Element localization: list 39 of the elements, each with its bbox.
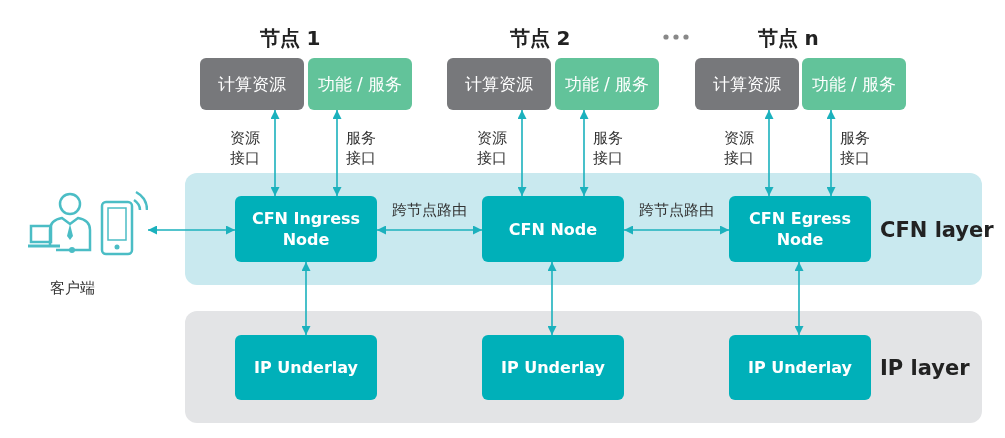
edge-label: 资源接口 (724, 128, 755, 168)
underlay-box: IP Underlay (235, 335, 377, 400)
service-box: 功能 / 服务 (802, 58, 906, 110)
arrow (147, 225, 236, 235)
resource-box: 计算资源 (447, 58, 551, 110)
edge-label: 服务接口 (840, 128, 871, 168)
underlay-box: IP Underlay (482, 335, 624, 400)
edge-label: 资源接口 (477, 128, 508, 168)
edge-label: 跨节点路由 (639, 200, 714, 220)
layer-band (185, 311, 982, 423)
arrow (547, 261, 557, 336)
layer-title: CFN layer (880, 217, 994, 243)
arrow (270, 109, 280, 197)
arrow (332, 109, 342, 197)
resource-box: 计算资源 (200, 58, 304, 110)
arrow (794, 261, 804, 336)
arrow (301, 261, 311, 336)
cfn-node-box: CFN Node (482, 196, 624, 262)
cfn-node-box: CFN Egress Node (729, 196, 871, 262)
client-label: 客户端 (50, 278, 95, 298)
node-heading: 节点 n (757, 26, 819, 50)
arrow (517, 109, 527, 197)
resource-box: 计算资源 (695, 58, 799, 110)
edge-label: 资源接口 (230, 128, 261, 168)
edge-label: 跨节点路由 (392, 200, 467, 220)
cfn-node-box: CFN Ingress Node (235, 196, 377, 262)
service-box: 功能 / 服务 (308, 58, 412, 110)
node-heading: 节点 2 (509, 26, 571, 50)
service-box: 功能 / 服务 (555, 58, 659, 110)
node-heading: 节点 1 (259, 26, 321, 50)
arrow (826, 109, 836, 197)
edge-label: 服务接口 (593, 128, 624, 168)
layer-title: IP layer (880, 355, 970, 381)
arrow (623, 225, 730, 235)
arrow (764, 109, 774, 197)
underlay-box: IP Underlay (729, 335, 871, 400)
arrow (376, 225, 483, 235)
arrow (579, 109, 589, 197)
edge-label: 服务接口 (346, 128, 377, 168)
